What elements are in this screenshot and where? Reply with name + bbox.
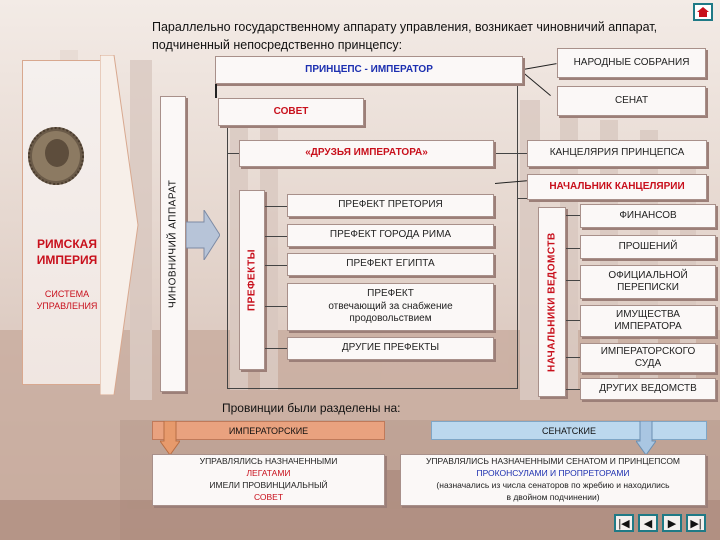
prefect-supply-line: продовольствием [349,313,432,325]
bureaucracy-label: ЧИНОВНИЧИЙ АППАРАТ [167,179,179,309]
prefects-label: ПРЕФЕКТЫ [246,249,258,311]
prev-slide-button[interactable]: ◀ [638,514,658,532]
princeps-box: ПРИНЦЕПС - ИМПЕРАТОР [215,56,523,84]
senatorial-line: (назначались из числа сенаторов по жреби… [436,480,670,490]
imperial-line: ИМЕЛИ ПРОВИНЦИАЛЬНЫЙ [209,480,328,490]
dept-finance-box: ФИНАНСОВ [580,204,716,228]
dept-property-box: ИМУЩЕСТВА ИМПЕРАТОРА [580,305,716,337]
dept-court-line: ИМПЕРАТОРСКОГО [600,345,696,357]
arrow-right-icon [186,210,220,260]
sidebar-title: РИМСКАЯ ИМПЕРИЯ [36,237,98,268]
dept-court-box: ИМПЕРАТОРСКОГО СУДА [580,343,716,373]
connector-line [227,388,517,389]
connector-line [517,84,518,389]
dept-heads-bar [538,207,566,397]
imperial-description-box: УПРАВЛЯЛИСЬ НАЗНАЧЕННЫМИ ЛЕГАТАМИ ИМЕЛИ … [152,454,385,506]
prefect-supply-line: ПРЕФЕКТ [367,288,414,300]
connector-line [566,320,580,321]
dept-correspondence-line: ОФИЦИАЛЬНОЙ [608,269,688,281]
connector-line [566,389,580,390]
imperial-title-bar: ИМПЕРАТОРСКИЕ [152,421,385,440]
arrow-down-icon [636,421,656,455]
sidebar-subtitle: СИСТЕМА УПРАВЛЕНИЯ [36,289,98,311]
chancellery-head-box: НАЧАЛЬНИК КАНЦЕЛЯРИИ [527,174,707,200]
sidebar-arrow-shape [100,55,139,395]
connector-line [265,348,287,349]
connector-line [566,248,580,249]
connector-line [265,306,287,307]
prefects-bar [239,190,265,370]
senate-box: СЕНАТ [557,86,706,116]
imperial-line: ЛЕГАТАМИ [246,468,291,479]
connector-line [495,153,528,154]
prefect-supply-line: отвечающий за снабжение [328,300,453,312]
council-box: СОВЕТ [218,98,364,126]
connector-line [215,84,217,98]
connector-line [265,265,287,266]
prefect-other-box: ДРУГИЕ ПРЕФЕКТЫ [287,337,494,360]
dept-correspondence-line: ПЕРЕПИСКИ [617,282,679,293]
dept-property-line: ИМУЩЕСТВА [616,308,680,320]
senatorial-line: ПРОКОНСУЛАМИ И ПРОПРЕТОРАМИ [476,468,630,479]
dept-other-box: ДРУГИХ ВЕДОМСТВ [580,378,716,400]
dept-correspondence-box: ОФИЦИАЛЬНОЙ ПЕРЕПИСКИ [580,265,716,299]
intro-text: Параллельно государственному аппарату уп… [152,20,658,52]
senatorial-line: в двойном подчинении) [506,491,600,502]
connector-line [227,153,239,154]
prefect-city-box: ПРЕФЕКТ ГОРОДА РИМА [287,224,494,247]
imperial-line: УПРАВЛЯЛИСЬ НАЗНАЧЕННЫМИ [199,456,338,467]
dept-petitions-box: ПРОШЕНИЙ [580,235,716,259]
home-icon[interactable] [693,3,713,21]
connector-line [227,126,228,388]
imperial-line: СОВЕТ [253,491,284,502]
friends-box: «ДРУЗЬЯ ИМПЕРАТОРА» [239,140,494,167]
prefect-praetorian-box: ПРЕФЕКТ ПРЕТОРИЯ [287,194,494,217]
senatorial-line: УПРАВЛЯЛИСЬ НАЗНАЧЕННЫМИ СЕНАТОМ И ПРИНЦ… [425,456,681,467]
senatorial-description-box: УПРАВЛЯЛИСЬ НАЗНАЧЕННЫМИ СЕНАТОМ И ПРИНЦ… [400,454,706,506]
dept-heads-label: НАЧАЛЬНИКИ ВЕДОМСТВ [546,232,558,372]
first-slide-button[interactable]: |◀ [614,514,634,532]
coin-image [28,127,84,185]
sidebar-panel [22,60,114,385]
chancellery-box: КАНЦЕЛЯРИЯ ПРИНЦЕПСА [527,140,707,167]
prefect-egypt-box: ПРЕФЕКТ ЕГИПТА [287,253,494,276]
connector-line [566,357,580,358]
provinces-intro-text: Провинции были разделены на: [222,401,401,415]
assemblies-box: НАРОДНЫЕ СОБРАНИЯ [557,48,706,78]
senatorial-title-bar: СЕНАТСКИЕ [431,421,707,440]
connector-line [265,236,287,237]
prefect-supply-box: ПРЕФЕКТ отвечающий за снабжение продовол… [287,283,494,331]
connector-line [566,280,580,281]
connector-line [265,206,287,207]
last-slide-button[interactable]: ▶| [686,514,706,532]
dept-court-line: СУДА [634,358,662,369]
connector-line [566,215,580,216]
next-slide-button[interactable]: ▶ [662,514,682,532]
arrow-down-icon [160,421,180,455]
dept-property-line: ИМПЕРАТОРА [614,321,682,332]
